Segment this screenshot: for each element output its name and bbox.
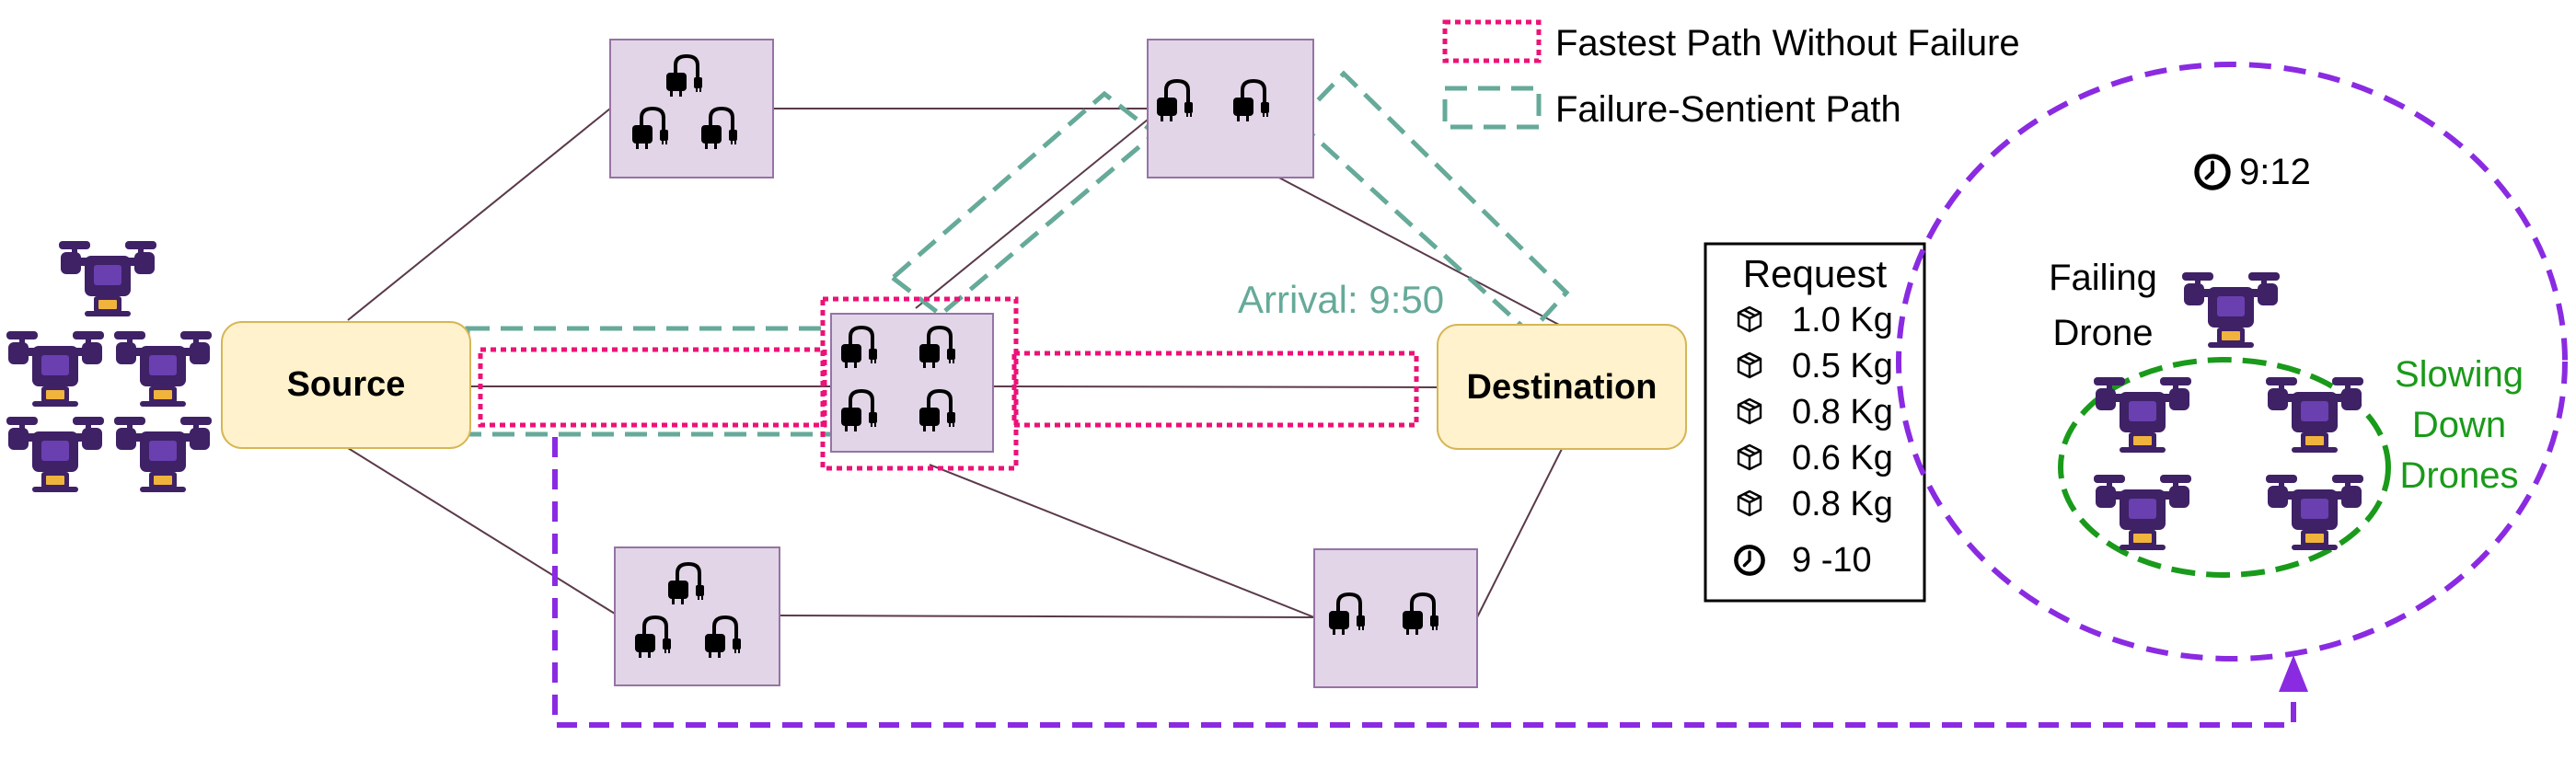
request-box: Request 1.0 Kg 0.5 Kg 0.8 Kg 0.6 Kg 0.8 … [1704, 242, 1926, 603]
drone-icon [6, 331, 104, 407]
drone-icon [2094, 377, 2191, 453]
failure-inset: 9:12 Failing Drone Slowing Down Drones [1896, 62, 2568, 661]
legend-sentient-label: Failure-Sentient Path [1555, 89, 1901, 130]
request-item: 0.5 Kg [1792, 347, 1893, 385]
failing-label-line1: Failing [2049, 258, 2157, 298]
fastest-path [478, 296, 1419, 471]
drone-icon [114, 331, 212, 407]
request-item: 1.0 Kg [1792, 301, 1893, 339]
slowing-label-line2: Down [2412, 405, 2506, 445]
drone-icon [6, 417, 104, 492]
charging-station-bottom-right [1313, 548, 1478, 688]
request-item: 0.8 Kg [1792, 393, 1893, 431]
inset-boundary [1896, 62, 2568, 661]
drone-icon [59, 241, 156, 316]
destination-node: Destination [1437, 324, 1687, 450]
source-label: Source [287, 365, 406, 404]
legend-sentient-swatch [1442, 86, 1542, 130]
return-arrow [552, 437, 2308, 728]
legend-fastest-label: Fastest Path Without Failure [1555, 23, 2020, 63]
drone-icon [2094, 475, 2191, 550]
drone-icon [2266, 377, 2363, 453]
failing-label-line2: Drone [2053, 313, 2154, 353]
charging-station-bottom-left [614, 546, 780, 686]
legend: Fastest Path Without Failure Failure-Sen… [1442, 19, 2020, 130]
request-title: Request [1743, 252, 1888, 295]
drone-icon [114, 417, 212, 492]
drone-icon [2182, 272, 2280, 348]
clock-icon [2197, 156, 2228, 188]
drone-fleet [6, 241, 212, 492]
package-icon [1737, 351, 1762, 379]
package-icon [1737, 489, 1762, 517]
request-time-window: 9 -10 [1792, 541, 1872, 580]
slowing-label-line3: Drones [2400, 455, 2519, 496]
charging-station-top-left [609, 39, 774, 178]
slowing-group-boundary [2058, 357, 2391, 578]
charging-station-center [830, 313, 994, 453]
package-icon [1737, 443, 1762, 471]
arrival-label: Arrival: 9:50 [1238, 278, 1444, 321]
charging-station-top-right [1147, 39, 1314, 178]
request-item: 0.6 Kg [1792, 439, 1893, 477]
slowing-label-line1: Slowing [2395, 354, 2524, 395]
destination-label: Destination [1467, 368, 1658, 407]
inset-time: 9:12 [2239, 152, 2311, 192]
source-node: Source [221, 321, 471, 449]
request-item: 0.8 Kg [1792, 485, 1893, 523]
package-icon [1737, 305, 1762, 333]
legend-fastest-swatch [1442, 19, 1542, 63]
package-icon [1737, 397, 1762, 425]
clock-icon [1736, 546, 1762, 573]
